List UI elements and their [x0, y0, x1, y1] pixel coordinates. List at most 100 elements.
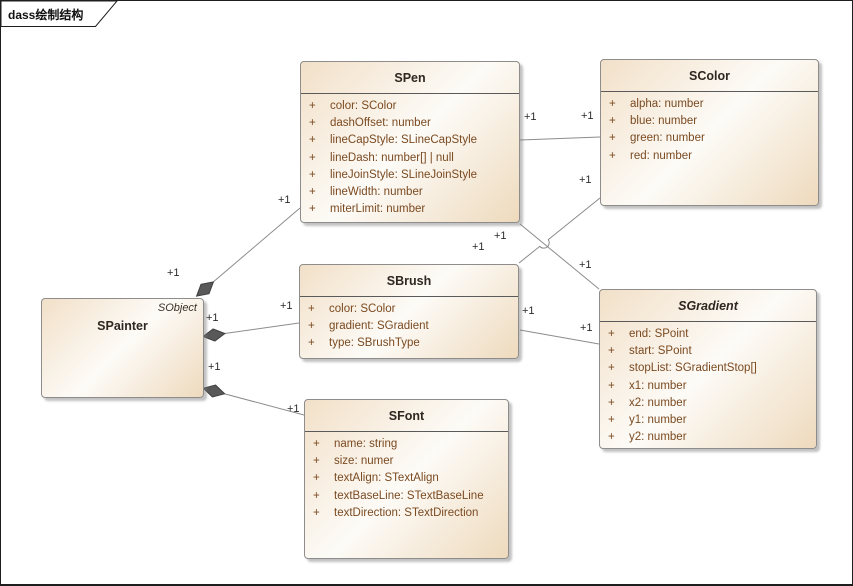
target-multiplicity-label: +1	[287, 403, 300, 415]
target-multiplicity-label: +1	[579, 259, 592, 271]
visibility-public-symbol: +	[309, 203, 316, 216]
visibility-public-symbol: +	[608, 414, 615, 427]
target-multiplicity-label: +1	[278, 194, 291, 206]
attribute-text: miterLimit: number	[330, 203, 426, 216]
visibility-public-symbol: +	[608, 396, 615, 409]
visibility-public-symbol: +	[309, 151, 316, 164]
attribute-row[interactable]: + textAlign: STextAlign	[305, 470, 508, 487]
attribute-text: textAlign: STextAlign	[334, 472, 439, 485]
attribute-text: alpha: number	[630, 98, 704, 110]
attribute-row[interactable]: + name: string	[305, 436, 508, 453]
attribute-text: lineWidth: number	[330, 186, 423, 199]
class-name: SFont	[305, 400, 508, 432]
visibility-public-symbol: +	[313, 438, 320, 450]
visibility-public-symbol: +	[608, 379, 615, 392]
visibility-public-symbol: +	[609, 149, 616, 162]
visibility-public-symbol: +	[609, 115, 616, 128]
visibility-public-symbol: +	[309, 186, 316, 199]
uml-class-scolor[interactable]: SColor + alpha: number +blue: number+green:…	[600, 59, 819, 206]
composition-diamond-icon	[202, 384, 226, 398]
visibility-public-symbol: +	[609, 132, 616, 145]
attribute-row[interactable]: + end: SPoint	[600, 326, 816, 343]
association-line-sbrush-scolor[interactable]	[518, 197, 601, 264]
class-name: SPainter	[97, 319, 148, 333]
visibility-public-symbol: +	[313, 506, 320, 519]
attribute-row[interactable]: + red: number	[601, 148, 818, 165]
attribute-text: dashOffset: number	[330, 117, 431, 130]
class-name: SColor	[601, 60, 818, 92]
composition-line-spainter-sbrush[interactable]	[213, 322, 300, 336]
attribute-compartment: + end: SPoint +start: SPoint + stopList: SGr…	[600, 322, 816, 446]
attribute-row[interactable]: + size: numer	[305, 453, 508, 470]
visibility-public-symbol: +	[309, 100, 316, 112]
attribute-row[interactable]: +lineDash: number[] | null	[301, 150, 519, 167]
attribute-row[interactable]: +x2: number	[600, 395, 816, 412]
source-multiplicity-label: +1	[524, 111, 537, 123]
visibility-public-symbol: +	[308, 337, 315, 350]
attribute-text: color: SColor	[330, 100, 397, 112]
attribute-row[interactable]: + type: SBrushType	[300, 335, 518, 352]
association-line-spen-scolor[interactable]	[519, 136, 601, 141]
attribute-text: lineCapStyle: SLineCapStyle	[330, 134, 478, 147]
diagram-title-tab	[1, 1, 118, 27]
composition-line-spainter-spen[interactable]	[204, 207, 301, 290]
attribute-row[interactable]: +blue: number	[601, 113, 818, 130]
uml-class-sgradient[interactable]: SGradient + end: SPoint +start: SPoint + stop…	[599, 289, 817, 449]
visibility-public-symbol: +	[608, 362, 615, 375]
attribute-row[interactable]: +textBaseLine: STextBaseLine	[305, 488, 508, 505]
visibility-public-symbol: +	[308, 303, 315, 315]
attribute-text: red: number	[630, 149, 693, 162]
attribute-row[interactable]: +start: SPoint	[600, 343, 816, 360]
attribute-row[interactable]: + color: SColor	[300, 301, 518, 318]
attribute-text: size: numer	[334, 455, 394, 468]
attribute-row[interactable]: +lineJoinStyle: SLineJoinStyle	[301, 167, 519, 184]
source-multiplicity-label: +1	[494, 230, 507, 242]
title-tab-shape	[1, 1, 118, 27]
attribute-row[interactable]: +x1: number	[600, 378, 816, 395]
visibility-public-symbol: +	[313, 455, 320, 468]
attribute-text: y2: number	[629, 431, 687, 444]
visibility-public-symbol: +	[309, 168, 316, 181]
attribute-text: stopList: SGradientStop[]	[629, 362, 757, 375]
attribute-row[interactable]: + color: SColor	[301, 98, 519, 115]
attribute-row[interactable]: + alpha: number	[601, 96, 818, 113]
uml-class-spen[interactable]: SPen+color: SColor+dashOffset: number+li…	[300, 61, 520, 223]
class-name: SBrush	[300, 265, 518, 297]
target-multiplicity-label: +1	[280, 300, 293, 312]
source-multiplicity-label: +1	[167, 267, 180, 279]
visibility-public-symbol: +	[608, 328, 615, 340]
attribute-text: color: SColor	[329, 303, 396, 315]
visibility-public-symbol: +	[308, 320, 315, 333]
target-multiplicity-label: +1	[580, 322, 593, 334]
source-multiplicity-label: +1	[208, 361, 221, 373]
attribute-row[interactable]: +y1: number	[600, 412, 816, 429]
attribute-row[interactable]: +green: number	[601, 130, 818, 147]
uml-class-sfont[interactable]: SFont + name: string + size: numer + textAlign…	[304, 399, 509, 559]
visibility-public-symbol: +	[309, 117, 316, 130]
attribute-text: name: string	[334, 438, 398, 450]
attribute-row[interactable]: +gradient: SGradient	[300, 318, 518, 335]
diagram-title: dass绘制结构	[8, 8, 84, 22]
uml-class-sbrush[interactable]: SBrush + color: SColor +gradient: SGradient…	[299, 264, 519, 359]
parent-class-label: SObject	[157, 302, 197, 314]
attribute-row[interactable]: +textDirection: STextDirection	[305, 505, 508, 522]
target-multiplicity-label: +1	[579, 174, 592, 186]
attribute-text: type: SBrushType	[329, 337, 420, 350]
attribute-row[interactable]: +lineCapStyle: SLineCapStyle	[301, 132, 519, 149]
attribute-row[interactable]: + stopList: SGradientStop[]	[600, 360, 816, 377]
association-line-spen-sgradient[interactable]	[519, 223, 600, 290]
composition-line-spainter-sfont[interactable]	[213, 390, 305, 416]
attribute-row[interactable]: +y2: number	[600, 429, 816, 446]
attribute-row[interactable]: + dashOffset: number	[301, 115, 519, 132]
visibility-public-symbol: +	[313, 489, 320, 502]
attribute-row[interactable]: + miterLimit: number	[301, 201, 519, 218]
association-line-sbrush-sgradient[interactable]	[519, 329, 600, 345]
attribute-text: end: SPoint	[629, 328, 689, 340]
visibility-public-symbol: +	[313, 472, 320, 485]
visibility-public-symbol: +	[609, 98, 616, 110]
attribute-row[interactable]: + lineWidth: number	[301, 184, 519, 201]
class-name: SGradient	[600, 290, 816, 322]
